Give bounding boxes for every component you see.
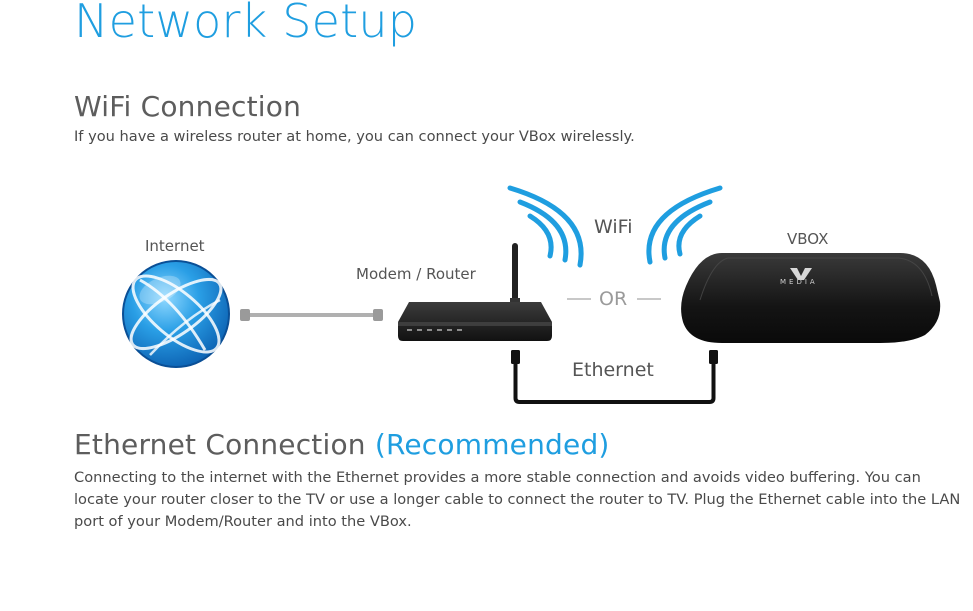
wifi-section-description: If you have a wireless router at home, y… <box>74 128 635 145</box>
router-label: Modem / Router <box>356 265 476 283</box>
ethernet-section-description: Connecting to the internet with the Ethe… <box>74 469 961 530</box>
recommended-tag: (Recommended) <box>374 428 610 461</box>
ethernet-section-heading: Ethernet Connection (Recommended) <box>74 428 610 461</box>
globe-icon <box>122 260 230 368</box>
wifi-section-heading: WiFi Connection <box>74 90 302 123</box>
vbox-device-icon: MEDIA <box>681 253 941 343</box>
or-label: OR <box>599 288 628 310</box>
internet-label: Internet <box>145 237 205 255</box>
vbox-logo-text: MEDIA <box>780 278 818 286</box>
page-title: Network Setup <box>74 0 418 48</box>
router-icon <box>398 243 552 341</box>
ethernet-cable-icon <box>511 350 718 404</box>
wifi-waves-icon <box>507 185 584 268</box>
internet-cable <box>240 309 383 321</box>
ethernet-heading-text: Ethernet Connection <box>74 428 366 461</box>
vbox-label: VBOX <box>787 230 829 248</box>
wifi-waves-icon <box>646 185 723 265</box>
ethernet-label: Ethernet <box>572 359 654 381</box>
wifi-label: WiFi <box>594 216 633 238</box>
